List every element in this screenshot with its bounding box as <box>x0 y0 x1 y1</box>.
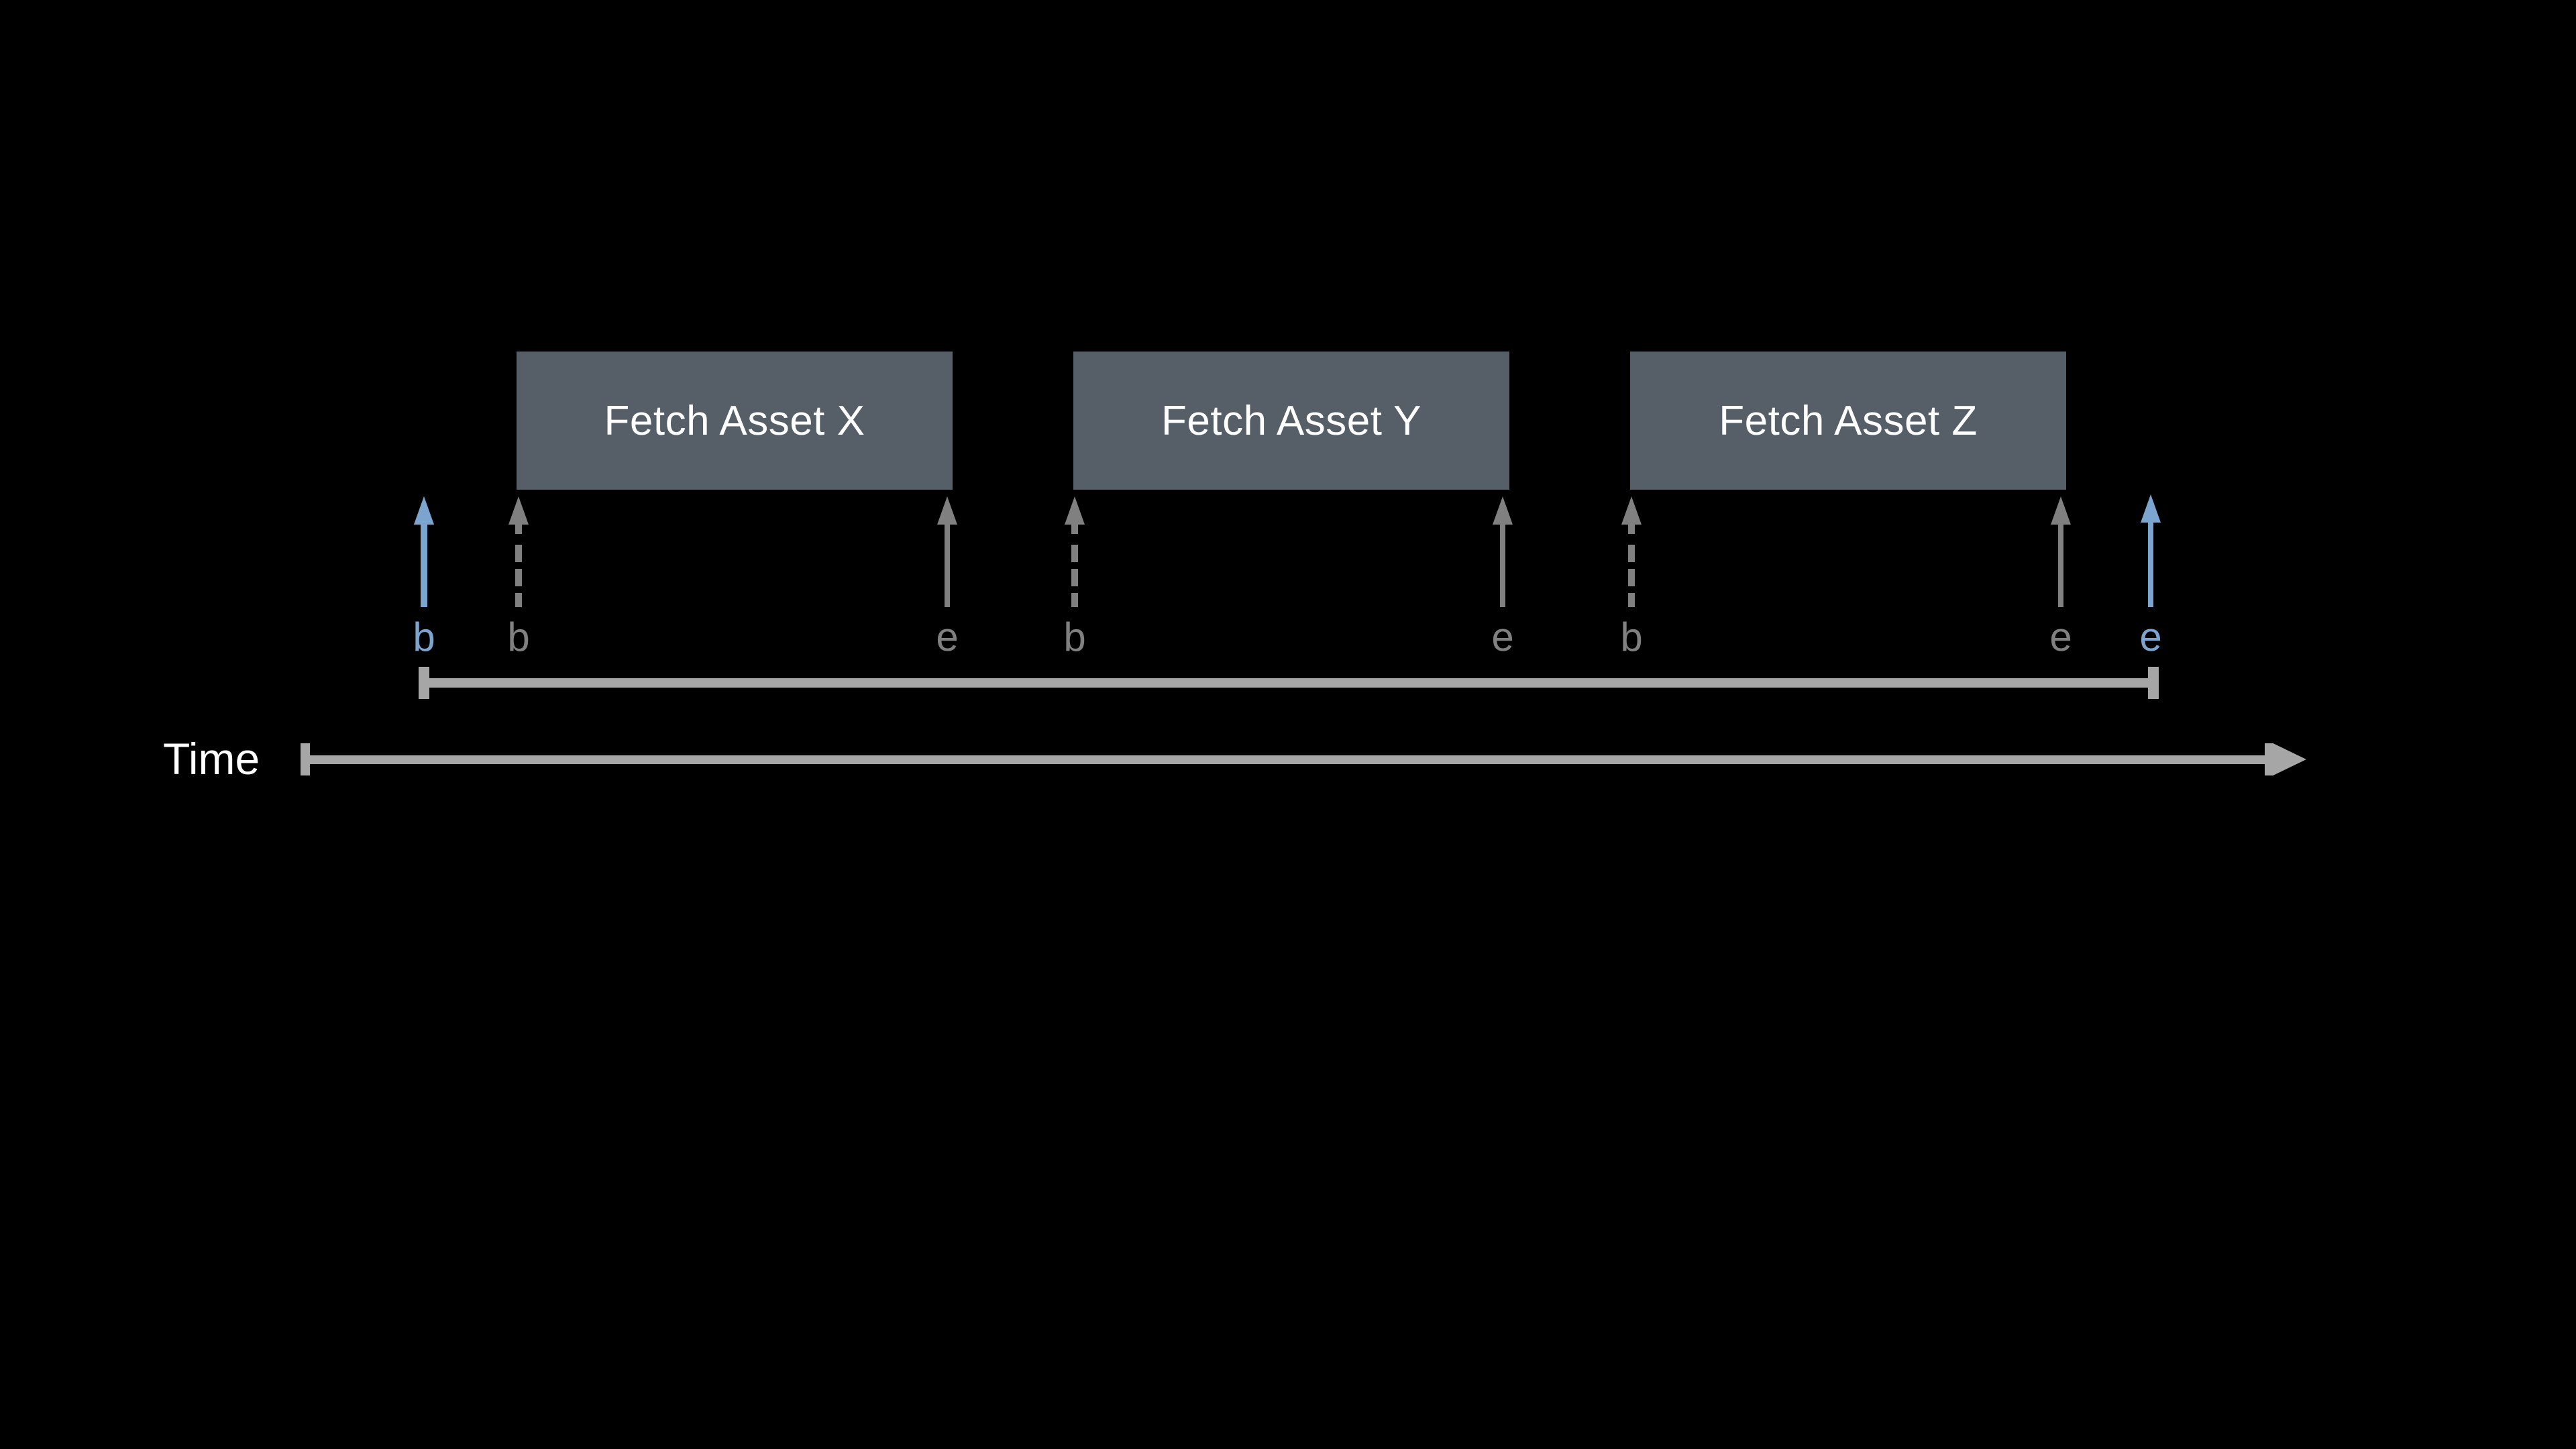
arrow-up-solid-gray-icon <box>1493 496 1513 607</box>
marker-label-task-y-begin: b <box>1063 614 1086 659</box>
marker-label-task-z-begin: b <box>1620 614 1643 659</box>
marker-label-task-x-begin: b <box>507 614 530 659</box>
marker-label-task-y-end: e <box>1491 614 1514 659</box>
time-axis-label: Time <box>163 734 260 784</box>
arrow-up-dashed-gray-icon <box>1621 496 1642 607</box>
marker-label-task-x-end: e <box>936 614 959 659</box>
span-bar-icon <box>419 667 2159 699</box>
arrow-up-solid-gray-icon <box>2051 496 2071 607</box>
task-box-label: Fetch Asset Z <box>1719 397 1978 444</box>
task-box-fetch-asset-x: Fetch Asset X <box>517 352 953 490</box>
task-box-label: Fetch Asset X <box>604 397 865 444</box>
task-box-fetch-asset-z: Fetch Asset Z <box>1630 352 2066 490</box>
arrow-up-dashed-blue-icon <box>414 496 434 607</box>
time-axis <box>301 739 2320 780</box>
task-box-label: Fetch Asset Y <box>1161 397 1421 444</box>
arrow-up-solid-blue-icon <box>2141 494 2161 607</box>
marker-label-overall-begin: b <box>413 614 435 659</box>
marker-label-task-z-end: e <box>2049 614 2072 659</box>
task-box-fetch-asset-y: Fetch Asset Y <box>1073 352 1509 490</box>
arrow-up-solid-gray-icon <box>937 496 957 607</box>
arrow-up-dashed-gray-icon <box>1065 496 1085 607</box>
overall-span-bar <box>419 667 2159 699</box>
time-axis-arrow-icon <box>301 739 2306 780</box>
arrow-up-dashed-gray-icon <box>508 496 529 607</box>
marker-label-overall-end: e <box>2139 614 2162 659</box>
